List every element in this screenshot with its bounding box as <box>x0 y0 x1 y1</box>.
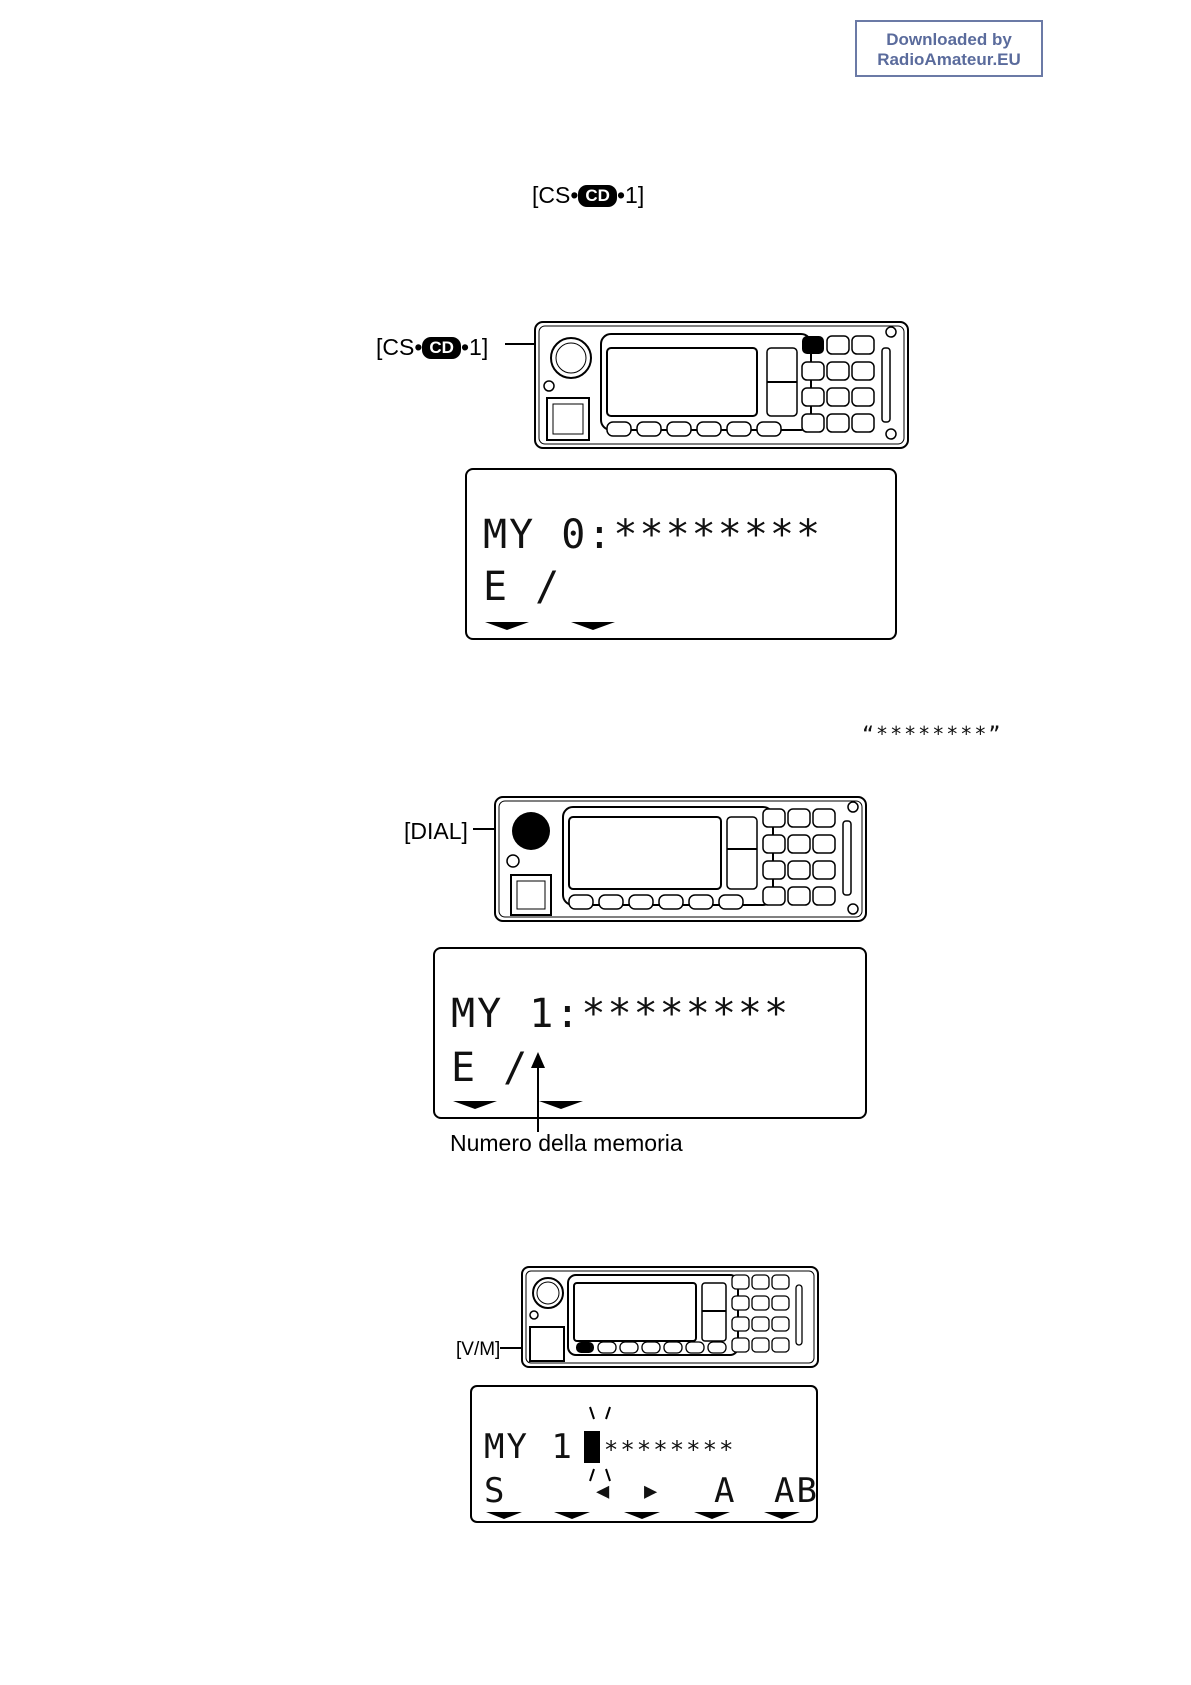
memory-number-pointer <box>528 1050 548 1134</box>
softkey-arrow-icon <box>764 1512 800 1519</box>
vm-key-icon <box>576 1342 594 1353</box>
radio-front-panel-1 <box>505 318 910 452</box>
cd-badge: CD <box>578 185 617 207</box>
lcd-line-1: MY 1:******** <box>451 991 790 1037</box>
watermark-line2: RadioAmateur.EU <box>857 50 1041 70</box>
callout-prefix: [CS• <box>376 334 422 360</box>
softkey-arrow-icon <box>571 622 615 630</box>
softkey-label: AB <box>774 1471 819 1511</box>
key-suffix: •1] <box>617 182 644 208</box>
lcd-line-2: E / <box>483 564 561 610</box>
softkey-arrow-icon <box>554 1512 590 1519</box>
softkey-arrows-1 <box>485 620 645 632</box>
softkey-label: ◀ <box>596 1479 611 1504</box>
softkey-label: S <box>484 1471 506 1511</box>
lcd-display-1: MY 0:******** E / <box>465 468 897 640</box>
arrow-up-icon <box>531 1052 545 1068</box>
lcd-display-2: MY 1:******** E / <box>433 947 867 1119</box>
softkey-arrow-icon <box>485 622 529 630</box>
callout-suffix: •1] <box>461 334 488 360</box>
softkey-arrow-icon <box>694 1512 730 1519</box>
memory-number-caption: Numero della memoria <box>450 1130 683 1157</box>
lcd-prefix: MY 1 <box>484 1427 574 1467</box>
radio-front-panel-3 <box>500 1265 820 1370</box>
key-prefix: [CS• <box>532 182 578 208</box>
lcd-display-3: MY 1******** S ◀ ▶ A AB <box>470 1385 818 1523</box>
quoted-asterisks: “********” <box>862 722 1002 746</box>
cursor-blink-rays <box>576 1405 624 1485</box>
radio-front-panel-2 <box>473 795 868 925</box>
dial-knob-icon <box>512 812 550 850</box>
lcd-line-1: MY 0:******** <box>483 512 822 558</box>
watermark-stamp: Downloaded by RadioAmateur.EU <box>855 20 1043 77</box>
softkey-label: A <box>714 1471 736 1511</box>
softkey-arrow-icon <box>624 1512 660 1519</box>
watermark-line1: Downloaded by <box>857 30 1041 50</box>
softkey-label: ▶ <box>644 1479 659 1504</box>
softkey-arrow-icon <box>486 1512 522 1519</box>
callout-cd-badge: CD <box>422 337 461 359</box>
softkey-arrow-icon <box>453 1101 497 1109</box>
lcd-line-2: E / <box>451 1045 529 1091</box>
vm-callout-label: [V/M] <box>456 1339 500 1361</box>
dial-callout-label: [DIAL] <box>404 818 468 845</box>
cs-cd-1-key-reference: [CS•CD•1] <box>532 182 644 209</box>
softkey-arrows-3 <box>486 1511 812 1521</box>
cs-cd-1-callout-label: [CS•CD•1] <box>376 334 488 361</box>
